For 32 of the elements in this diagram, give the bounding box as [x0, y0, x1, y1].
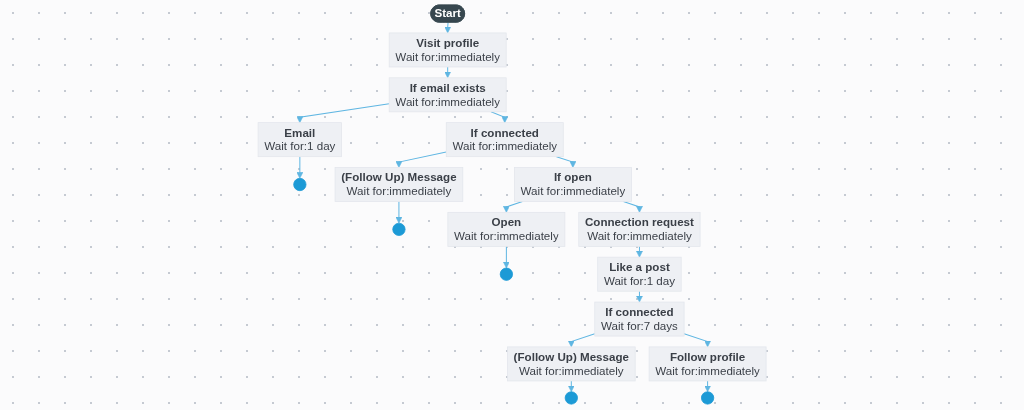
- node-box: (Follow Up) Message Wait for:immediately: [506, 346, 636, 382]
- node-box: If connected Wait for:7 days: [594, 301, 685, 337]
- node-box: (Follow Up) Message Wait for:immediately: [334, 167, 464, 202]
- node-box: Connection request Wait for:immediately: [578, 211, 701, 247]
- node-box: If open Wait for:immediately: [513, 167, 632, 202]
- arrow: [296, 103, 390, 123]
- arrow: [704, 380, 711, 393]
- node-box: Visit profile Wait for:immediately: [388, 32, 507, 68]
- node-box: If connected Wait for:immediately: [445, 122, 564, 158]
- node-box: Like a post Wait for:1 day: [597, 256, 682, 292]
- arrow: [502, 245, 510, 269]
- arrow: [395, 151, 447, 168]
- node-circle: [700, 391, 715, 405]
- arrow: [490, 111, 509, 123]
- arrow: [635, 245, 643, 258]
- arrow: [502, 201, 523, 213]
- node-box: If email exists Wait for:immediately: [388, 77, 507, 113]
- node-box: Email Wait for:1 day: [257, 122, 342, 158]
- arrow: [444, 22, 451, 34]
- node-circle: [564, 391, 578, 405]
- node-circle: [392, 222, 406, 236]
- node-box: Follow profile Wait for:immediately: [648, 346, 767, 382]
- arrow: [395, 201, 403, 224]
- arrow: [444, 66, 451, 79]
- arrow: [635, 290, 643, 303]
- arrow: [296, 156, 304, 179]
- arrow: [683, 333, 711, 348]
- node-circle: [293, 177, 307, 192]
- arrow: [567, 333, 596, 348]
- node-box: Open Wait for:immediately: [447, 211, 566, 247]
- arrow: [567, 380, 575, 393]
- node-circle: [499, 267, 513, 281]
